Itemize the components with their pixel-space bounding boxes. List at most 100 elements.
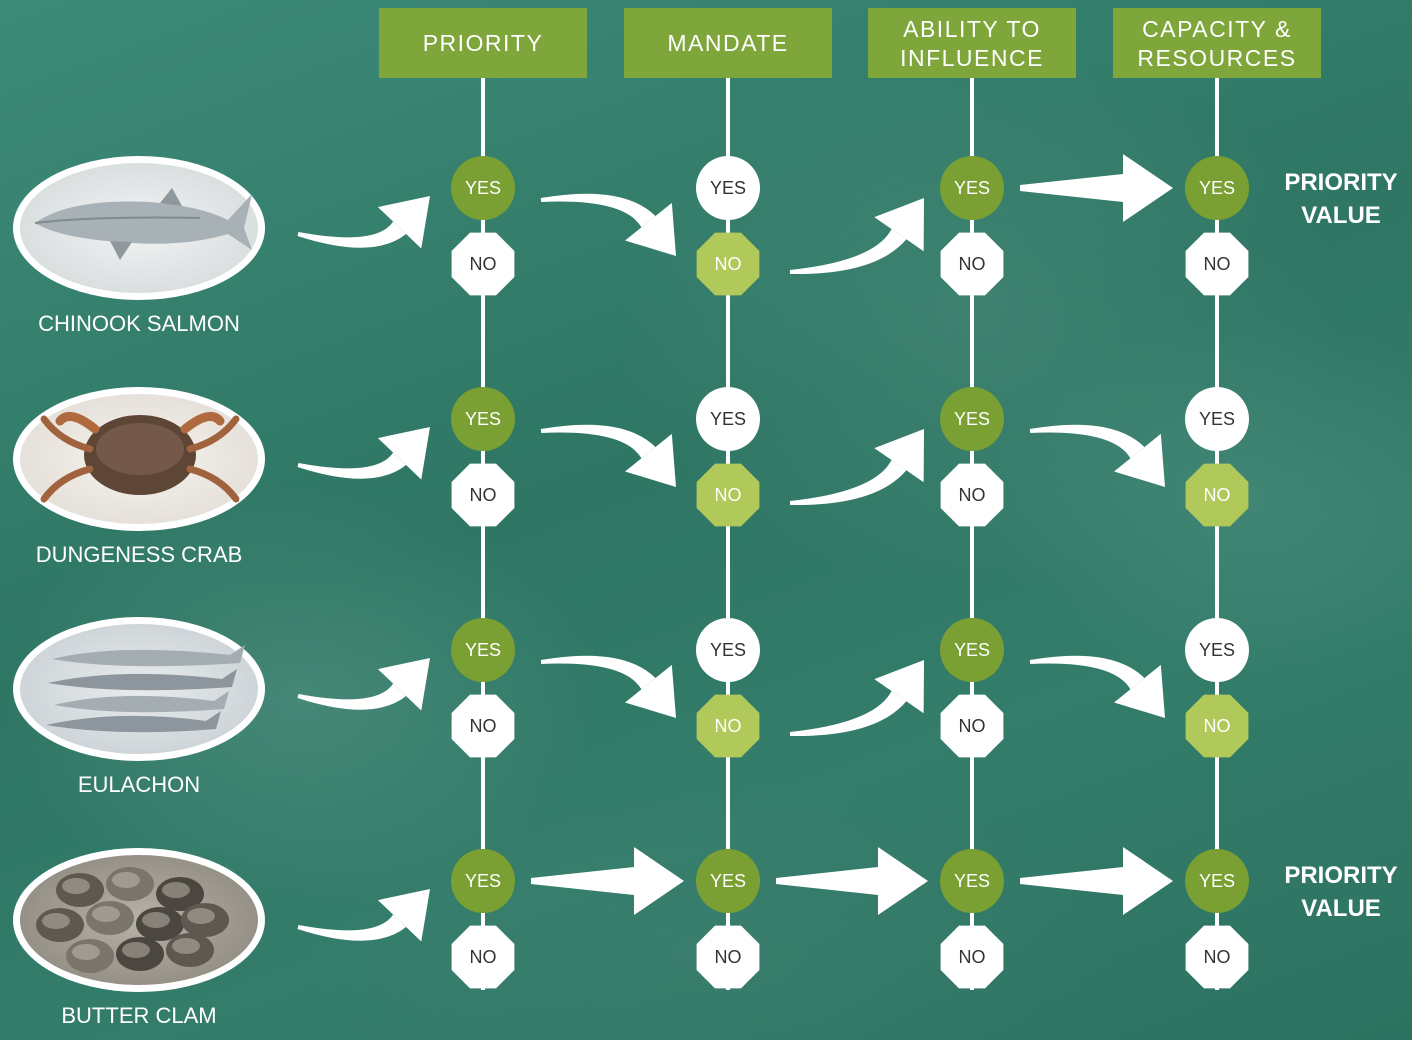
- no-node: [1185, 463, 1249, 527]
- species-label: EULACHON: [78, 772, 200, 797]
- no-label: NO: [715, 254, 742, 274]
- flow-arrow: [297, 427, 430, 480]
- flow-arrow: [789, 198, 924, 275]
- no-label: NO: [1204, 485, 1231, 505]
- yes-node: [1185, 387, 1249, 451]
- criterion-label: PRIORITY: [423, 30, 544, 56]
- flow-arrow: [789, 660, 924, 737]
- criterion-label-line: ABILITY TO: [903, 16, 1041, 42]
- no-node: [696, 925, 760, 989]
- yes-node: [451, 156, 515, 220]
- result-label-line: VALUE: [1301, 895, 1381, 922]
- yes-label: YES: [465, 640, 501, 660]
- species-label: DUNGENESS CRAB: [36, 542, 243, 567]
- flow-arrow: [540, 193, 676, 256]
- no-label: NO: [470, 254, 497, 274]
- salmon-photo-icon: [13, 156, 265, 300]
- flow-arrow: [1020, 154, 1173, 222]
- yes-label: YES: [1199, 871, 1235, 891]
- yes-label: YES: [954, 409, 990, 429]
- criterion-label: MANDATE: [667, 30, 788, 56]
- no-node: [1185, 694, 1249, 758]
- flow-arrow: [297, 196, 430, 249]
- priority-value-result: PRIORITY VALUE: [1284, 169, 1397, 229]
- result-label-line: PRIORITY: [1284, 862, 1397, 889]
- clam-photo-icon: [13, 848, 265, 992]
- yes-node: [1185, 849, 1249, 913]
- no-node: [940, 925, 1004, 989]
- yes-node: [1185, 618, 1249, 682]
- criterion-header-box: [624, 8, 832, 78]
- yes-node: [940, 618, 1004, 682]
- yes-node: [696, 618, 760, 682]
- yes-node: [451, 387, 515, 451]
- no-label: NO: [959, 485, 986, 505]
- yes-node: [940, 156, 1004, 220]
- no-label: NO: [959, 716, 986, 736]
- no-node: [940, 694, 1004, 758]
- yes-label: YES: [465, 871, 501, 891]
- flow-arrow: [540, 424, 676, 487]
- no-node: [451, 694, 515, 758]
- criterion-header-box: [379, 8, 587, 78]
- no-label: NO: [1204, 716, 1231, 736]
- yes-label: YES: [1199, 409, 1235, 429]
- yes-label: YES: [710, 178, 746, 198]
- yes-label: YES: [710, 871, 746, 891]
- criterion-header: CAPACITY & RESOURCES: [1113, 8, 1321, 78]
- flow-arrow: [1029, 655, 1165, 718]
- no-label: NO: [470, 947, 497, 967]
- no-label: NO: [1204, 254, 1231, 274]
- yes-label: YES: [954, 640, 990, 660]
- result-label-line: VALUE: [1301, 202, 1381, 229]
- yes-node: [1185, 156, 1249, 220]
- no-node: [696, 694, 760, 758]
- flow-arrow: [297, 889, 430, 942]
- yes-node: [696, 156, 760, 220]
- no-label: NO: [715, 485, 742, 505]
- no-node: [696, 463, 760, 527]
- flow-arrow: [540, 655, 676, 718]
- result-label-line: PRIORITY: [1284, 169, 1397, 196]
- flow-arrow: [1020, 847, 1173, 915]
- yes-label: YES: [465, 178, 501, 198]
- species-label: CHINOOK SALMON: [38, 311, 240, 336]
- criterion-header: PRIORITY: [379, 8, 587, 78]
- criterion-label-line: CAPACITY &: [1142, 16, 1292, 42]
- no-node: [940, 232, 1004, 296]
- yes-node: [451, 849, 515, 913]
- yes-label: YES: [710, 409, 746, 429]
- eulachon-photo-icon: [13, 617, 265, 761]
- yes-label: YES: [954, 178, 990, 198]
- crab-photo-icon: [13, 387, 265, 531]
- no-node: [451, 463, 515, 527]
- yes-label: YES: [465, 409, 501, 429]
- yes-node: [696, 387, 760, 451]
- flow-arrow: [531, 847, 684, 915]
- no-node: [696, 232, 760, 296]
- no-label: NO: [959, 254, 986, 274]
- yes-node: [940, 387, 1004, 451]
- yes-label: YES: [710, 640, 746, 660]
- no-node: [940, 463, 1004, 527]
- no-node: [451, 925, 515, 989]
- no-label: NO: [470, 716, 497, 736]
- no-node: [1185, 925, 1249, 989]
- criterion-label-line: RESOURCES: [1137, 45, 1296, 71]
- yes-node: [696, 849, 760, 913]
- yes-label: YES: [954, 871, 990, 891]
- flow-arrow: [789, 429, 924, 506]
- flow-arrow: [1029, 424, 1165, 487]
- no-label: NO: [1204, 947, 1231, 967]
- no-label: NO: [715, 947, 742, 967]
- criterion-header-box: [868, 8, 1076, 78]
- priority-value-result: PRIORITY VALUE: [1284, 862, 1397, 922]
- species-label: BUTTER CLAM: [61, 1003, 216, 1028]
- no-label: NO: [715, 716, 742, 736]
- yes-node: [451, 618, 515, 682]
- yes-label: YES: [1199, 640, 1235, 660]
- criterion-header: MANDATE: [624, 8, 832, 78]
- yes-label: YES: [1199, 178, 1235, 198]
